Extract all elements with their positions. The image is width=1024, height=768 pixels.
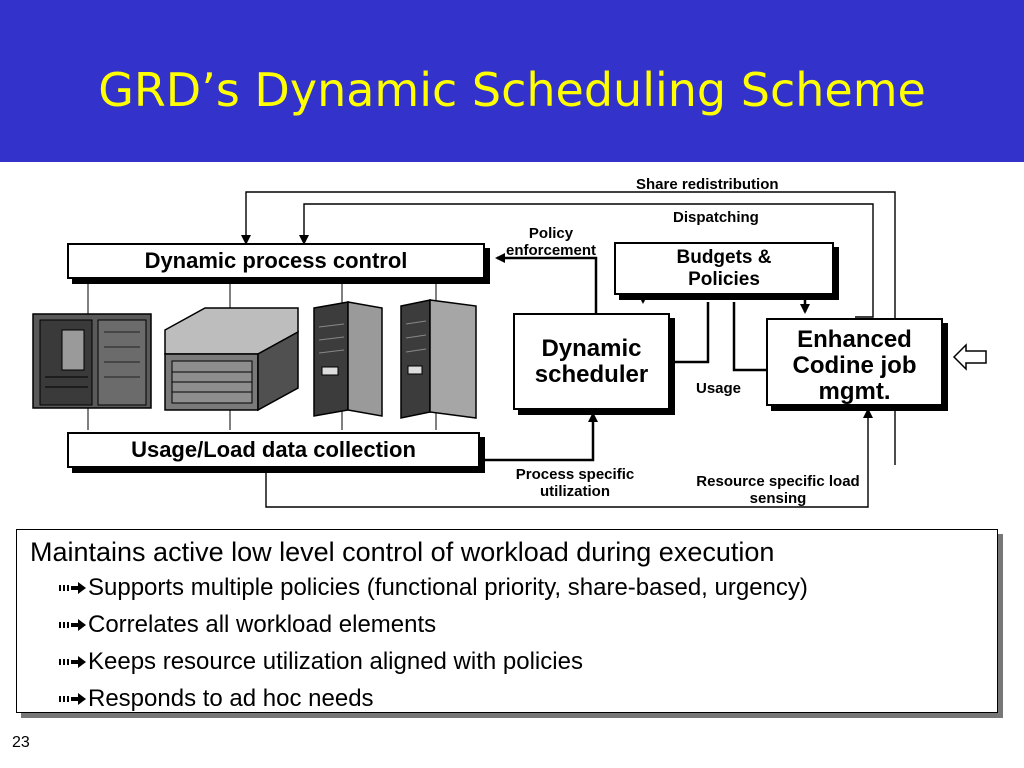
- dispatching-label: Dispatching: [673, 209, 759, 226]
- dynamic-scheduler-box: Dynamic scheduler: [513, 313, 670, 410]
- slide-title: GRD’s Dynamic Scheduling Scheme: [98, 63, 926, 117]
- summary-text-box: Maintains active low level control of wo…: [16, 529, 998, 713]
- resource-specific-label: Resource specific load sensing: [696, 473, 860, 507]
- policy-enforcement-label: Policy enforcement: [505, 225, 597, 259]
- arrow-bullet-icon: [59, 619, 86, 631]
- process-specific-line: [485, 412, 598, 462]
- usage-line-2: [732, 302, 766, 372]
- dispatching-line: [299, 203, 874, 318]
- usage-label: Usage: [696, 380, 742, 397]
- tower-server-icon: [313, 301, 383, 417]
- bullet-text: Keeps resource utilization aligned with …: [88, 648, 583, 675]
- policy-enforcement-line: [495, 253, 598, 314]
- arrow-bullet-icon: [59, 656, 86, 668]
- arrow-bullet-icon: [59, 693, 86, 705]
- tower-server-icon: [400, 299, 477, 419]
- title-bar: [0, 0, 1024, 162]
- bullet-text: Responds to ad hoc needs: [88, 685, 374, 712]
- hollow-arrow-left-icon: [952, 343, 987, 371]
- bullet-item: Keeps resource utilization aligned with …: [59, 648, 583, 676]
- server-cabinet-icon: [32, 313, 152, 409]
- bullet-text: Supports multiple policies (functional p…: [88, 574, 808, 601]
- dynamic-scheduler-label: Dynamic scheduler: [534, 334, 649, 388]
- process-specific-label: Process specific utilization: [515, 466, 635, 500]
- diagram-lines: [32, 191, 987, 508]
- bullet-text: Correlates all workload elements: [88, 611, 437, 638]
- budgets-policies-box: Budgets & Policies: [614, 242, 834, 295]
- dynamic-process-control-box: Dynamic process control: [67, 243, 485, 279]
- scheduling-diagram: Dynamic process control Usage/Load data …: [0, 162, 1024, 532]
- resource-specific-line: [265, 408, 873, 508]
- enhanced-codine-job-mgmt-box: Enhanced Codine job mgmt.: [766, 318, 943, 406]
- usage-load-data-collection-label: Usage/Load data collection: [131, 437, 416, 462]
- arrow-bullet-icon: [59, 582, 86, 594]
- budgets-policies-label: Budgets & Policies: [676, 246, 772, 290]
- bullet-item: Supports multiple policies (functional p…: [59, 574, 808, 602]
- bullet-item: Correlates all workload elements: [59, 611, 436, 639]
- bullet-item: Responds to ad hoc needs: [59, 685, 374, 713]
- dynamic-process-control-label: Dynamic process control: [144, 248, 408, 273]
- enhanced-codine-job-mgmt-label: Enhanced Codine job mgmt.: [792, 326, 917, 405]
- share-redistribution-label: Share redistribution: [636, 176, 779, 193]
- usage-load-data-collection-box: Usage/Load data collection: [67, 432, 480, 468]
- mainframe-icon: [164, 307, 299, 412]
- page-number: 23: [12, 734, 30, 751]
- main-point-text: Maintains active low level control of wo…: [30, 537, 775, 567]
- usage-line: [674, 302, 710, 364]
